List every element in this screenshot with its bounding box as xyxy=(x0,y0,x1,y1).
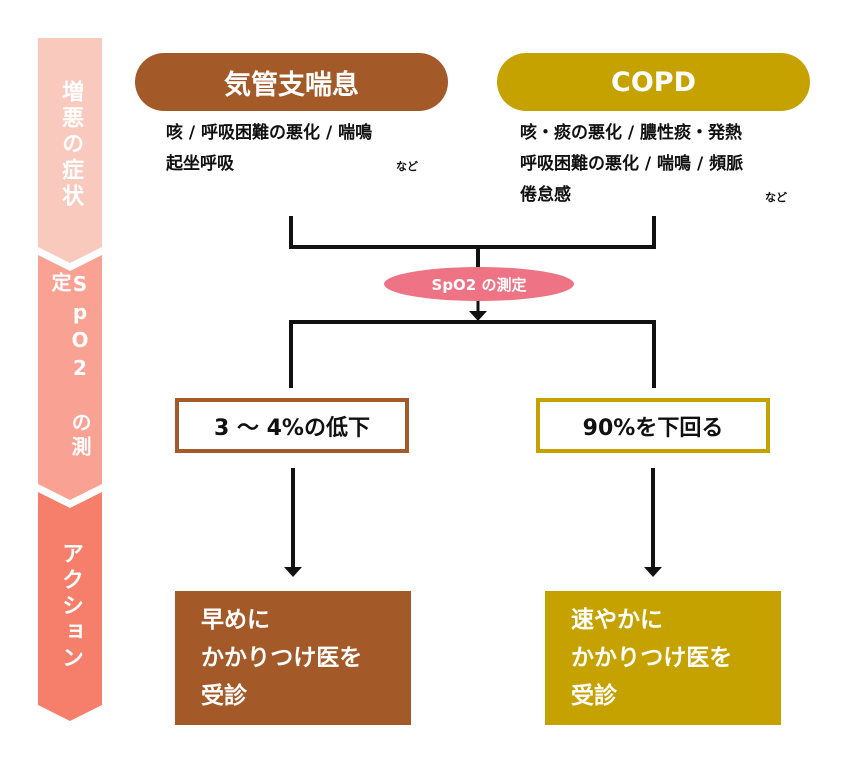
arrowhead-asthma xyxy=(284,567,302,577)
copd-etc-note: など xyxy=(765,191,787,204)
asthma-etc-note: など xyxy=(396,160,418,173)
chevron-symptoms xyxy=(38,38,102,263)
asthma-action-box: 早めに かかりつけ医を 受診 xyxy=(175,591,411,725)
copd-action-line: 受診 xyxy=(571,683,617,709)
copd-action-line: 速やかに xyxy=(571,607,663,633)
asthma-symptom-line: 起坐呼吸 xyxy=(166,154,234,174)
asthma-criterion-box: 3 〜 4%の低下 xyxy=(175,398,409,453)
copd-criterion-box: 90%を下回る xyxy=(536,398,770,453)
asthma-symptom-line: 咳 / 呼吸困難の悪化 / 喘鳴 xyxy=(166,123,373,143)
merge-arrowhead xyxy=(469,311,487,321)
merge-connector xyxy=(289,216,656,249)
copd-action-line: かかりつけ医を xyxy=(571,645,733,671)
spo2-measure-badge: SpO2 の測定 xyxy=(384,267,574,301)
chevron-measurement xyxy=(38,255,102,500)
asthma-action-line: かかりつけ医を xyxy=(201,645,363,671)
copd-symptom-line: 倦怠感 xyxy=(520,185,571,205)
side-label-measurement: SpO2 の測定 xyxy=(48,272,92,460)
asthma-header: 気管支喘息 xyxy=(135,53,448,111)
asthma-action-line: 受診 xyxy=(201,683,247,709)
arrowhead-copd xyxy=(644,567,662,577)
side-label-symptoms: 増悪の症状 xyxy=(58,80,83,210)
asthma-action-line: 早めに xyxy=(201,607,270,633)
copd-symptom-line: 咳・痰の悪化 / 膿性痰・発熱 xyxy=(520,123,743,143)
copd-header: COPD xyxy=(497,53,810,111)
chevron-action xyxy=(38,492,102,721)
copd-symptom-line: 呼吸困難の悪化 / 喘鳴 / 頻脈 xyxy=(520,154,744,174)
split-connector xyxy=(289,320,656,388)
copd-action-box: 速やかに かかりつけ医を 受診 xyxy=(545,591,781,725)
side-label-action: アクション xyxy=(58,542,83,672)
